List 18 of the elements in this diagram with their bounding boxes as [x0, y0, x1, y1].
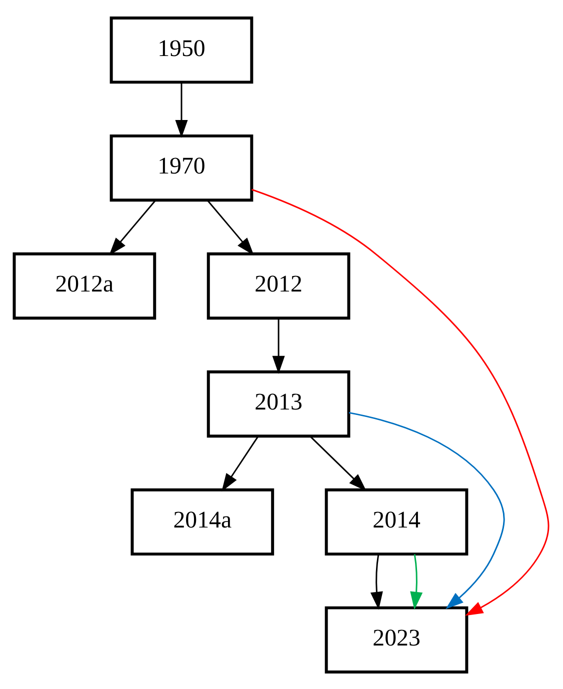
arrow: [222, 435, 259, 491]
arrow: [272, 318, 285, 374]
node-box: 1950: [110, 16, 254, 84]
arrow: [206, 199, 254, 255]
arrow: [410, 554, 423, 610]
node-box: 2012: [206, 252, 350, 320]
arrow: [310, 435, 366, 491]
node-box: 2013: [206, 370, 350, 438]
arrow: [251, 188, 550, 616]
node-box: 1970: [110, 134, 254, 202]
arrow: [348, 411, 505, 609]
node-box: 2014: [324, 488, 468, 556]
arrow: [175, 82, 188, 138]
arrow: [109, 199, 156, 255]
node-box: 2012a: [12, 252, 156, 320]
node-box: 2023: [324, 606, 468, 674]
node-box: 2014a: [130, 488, 274, 556]
arrow: [370, 554, 383, 610]
